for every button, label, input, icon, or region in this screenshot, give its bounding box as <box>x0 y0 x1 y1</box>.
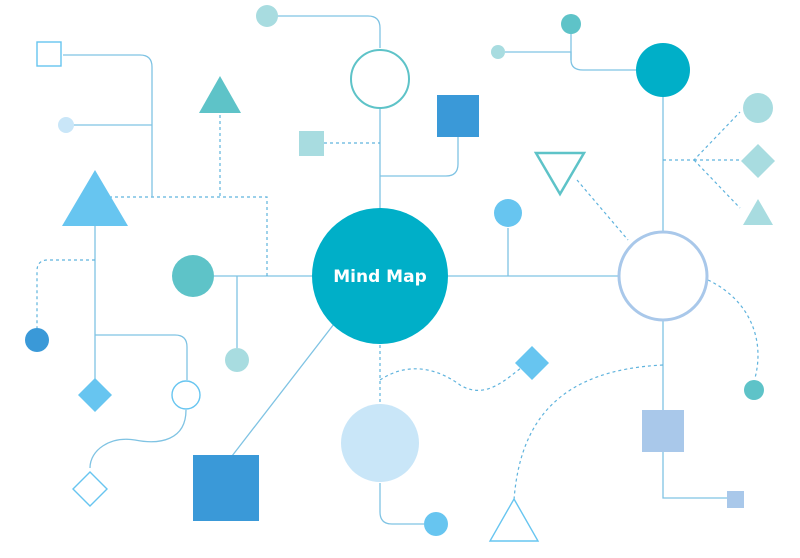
periwinkle-small-square <box>727 491 744 508</box>
pale-blue-circle <box>341 404 419 482</box>
sky-diamond-small <box>515 346 549 380</box>
center-node <box>312 208 448 344</box>
left-mid-circle <box>172 255 214 297</box>
teal-small-square <box>299 131 324 156</box>
connector-down-triangle <box>576 179 629 241</box>
sky-diamond <box>78 378 112 412</box>
right-small-blue-circle <box>494 199 522 227</box>
bottom-hollow-diamond <box>72 471 108 507</box>
connector-blue-square <box>380 136 459 177</box>
top-left-hollow-square <box>36 41 62 67</box>
connector-diamond <box>379 367 522 391</box>
bottom-hollow-triangle <box>488 497 540 542</box>
fan-triangle <box>743 199 773 225</box>
center-label: Mind Map <box>333 267 427 287</box>
connector-left-dashed <box>96 196 268 276</box>
connector-bottom-circle <box>379 483 424 525</box>
top-hollow-circle <box>350 49 410 109</box>
sky-triangle-large <box>62 170 128 226</box>
left-pale-dot <box>58 117 74 133</box>
nodes: Mind Map <box>25 5 775 542</box>
right-teal-dot <box>744 380 764 400</box>
connector-top-right <box>505 51 640 71</box>
teal-triangle-up <box>199 76 241 113</box>
connector-bottom-triangle <box>513 364 664 501</box>
periwinkle-square <box>642 410 684 452</box>
connector-left-dot-dashed <box>36 259 95 328</box>
connector-fan-1 <box>663 111 741 161</box>
connector-right-curve <box>707 279 759 379</box>
top-right-teal-dot <box>561 14 581 34</box>
left-hollow-ring <box>171 380 201 410</box>
left-small-teal-circle <box>225 348 249 372</box>
left-blue-dot <box>25 328 49 352</box>
connector-fan-3 <box>693 159 741 209</box>
connector-left-bottom <box>89 409 187 469</box>
connector-top-left <box>63 54 153 197</box>
right-big-hollow-circle <box>617 230 709 322</box>
bottom-small-blue-circle <box>424 512 448 536</box>
fan-circle <box>743 93 773 123</box>
blue-square <box>437 95 479 137</box>
connector-big-square <box>231 323 335 457</box>
top-right-big-teal-circle <box>636 43 690 97</box>
connector-right-bottom <box>662 452 727 499</box>
connectors <box>36 15 759 525</box>
fan-diamond <box>741 144 775 178</box>
top-right-small-dot <box>491 45 505 59</box>
big-blue-square <box>193 455 259 521</box>
top-small-circle <box>256 5 278 27</box>
connector-left-ring <box>95 334 188 380</box>
hollow-triangle-down <box>533 151 587 197</box>
connector-top-circle <box>267 15 381 48</box>
